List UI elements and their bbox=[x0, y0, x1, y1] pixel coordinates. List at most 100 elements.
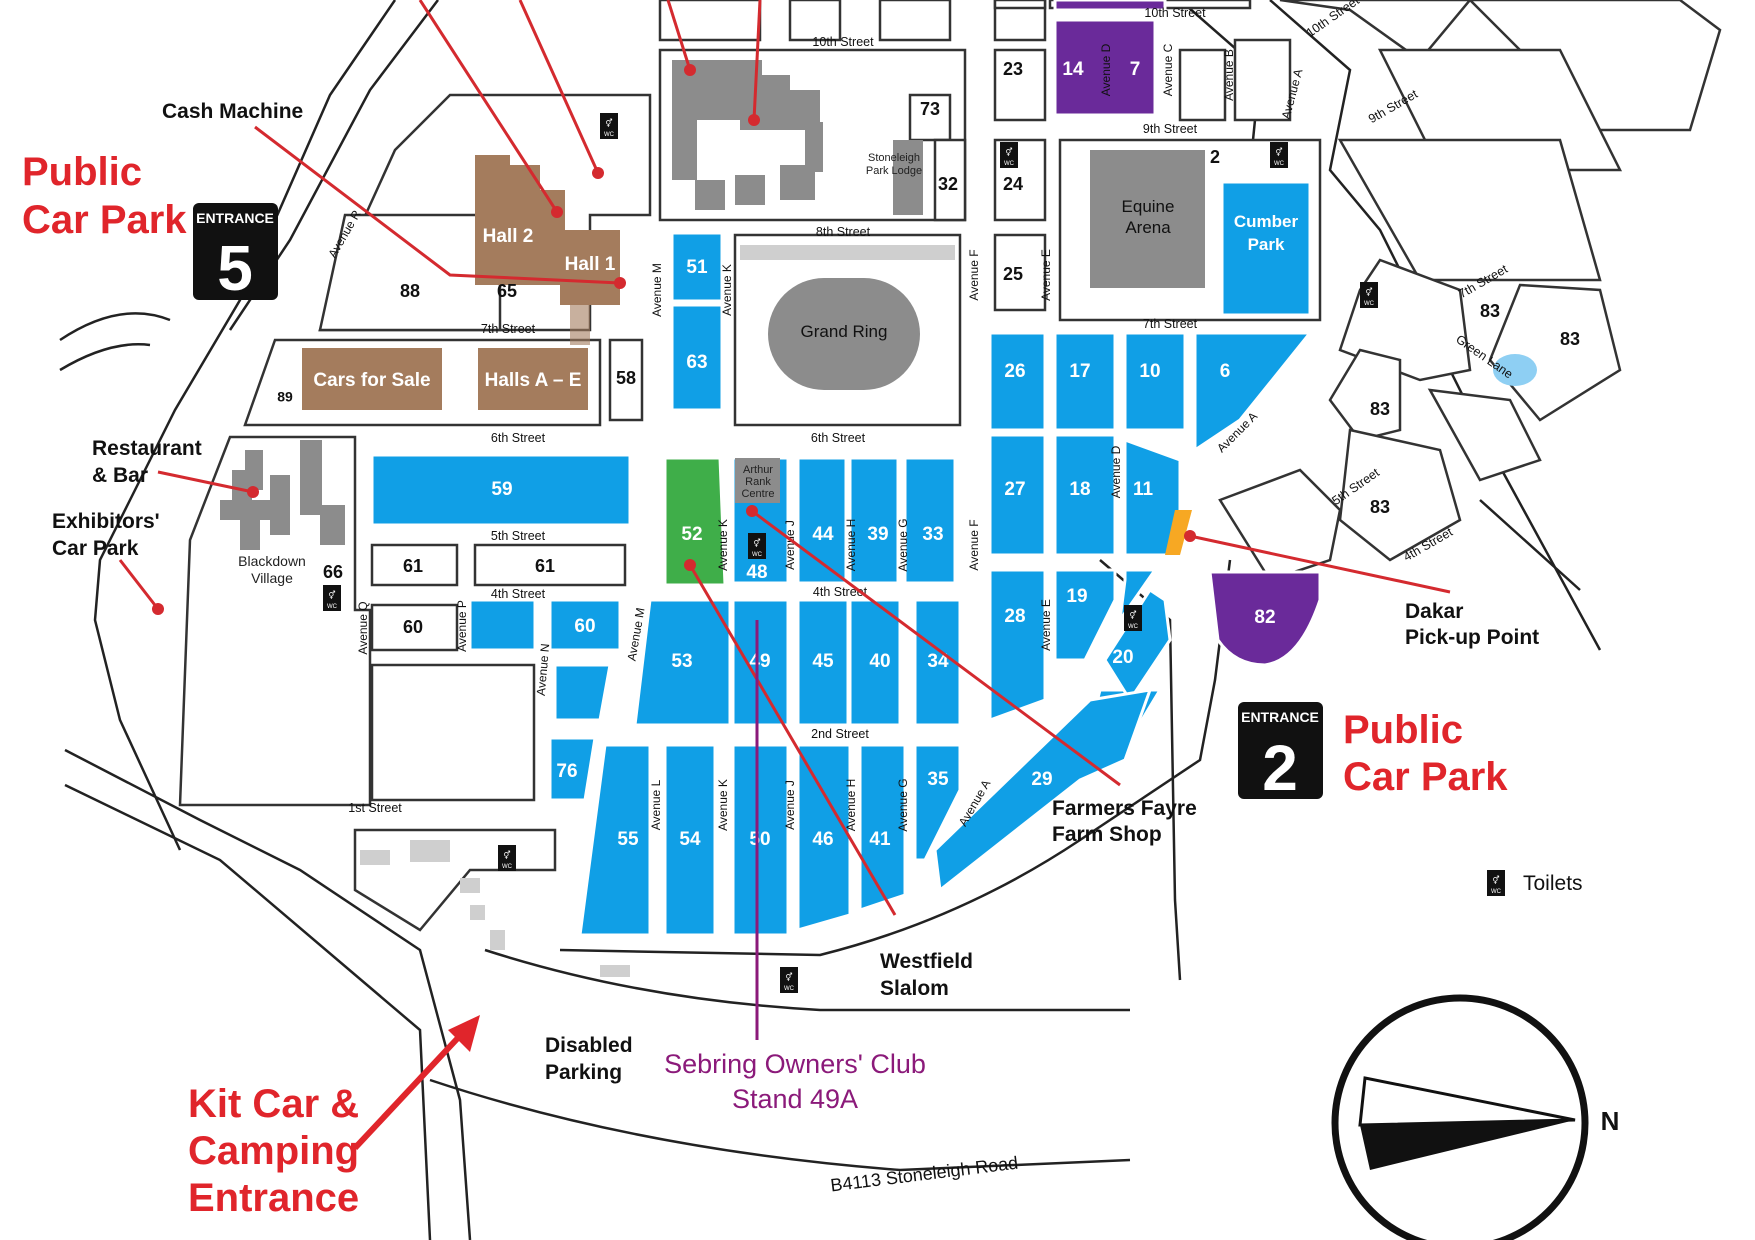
legend-toilets-label: Toilets bbox=[1523, 872, 1583, 895]
avenue-l: Avenue L bbox=[649, 779, 663, 830]
avenue-k-mid: Avenue K bbox=[716, 519, 730, 571]
svg-text:⚥: ⚥ bbox=[1365, 287, 1372, 297]
leader-lines bbox=[118, 0, 1451, 1151]
svg-text:WC: WC bbox=[604, 132, 615, 138]
halls-a-e-label: Halls A – E bbox=[485, 370, 582, 391]
kit-car-line2: Camping bbox=[188, 1129, 359, 1173]
avenue-h-low: Avenue H bbox=[844, 779, 858, 831]
stand-28: 28 bbox=[1004, 606, 1025, 627]
avenue-f-top: Avenue F bbox=[967, 249, 981, 300]
svg-text:WC: WC bbox=[784, 986, 795, 992]
stoneleigh-road: B4113 Stoneleigh Road bbox=[829, 1153, 1019, 1196]
marker-dot bbox=[748, 114, 760, 126]
svg-text:⚥: ⚥ bbox=[1129, 610, 1136, 620]
stand-53: 53 bbox=[671, 651, 692, 672]
stand-32: 32 bbox=[938, 174, 958, 194]
plot-88 bbox=[318, 213, 502, 332]
street-7th-east: 7th Street bbox=[1143, 317, 1198, 331]
svg-text:⚥: ⚥ bbox=[1275, 147, 1282, 157]
avenue-n: Avenue N bbox=[534, 643, 553, 697]
avenue-k-low: Avenue K bbox=[716, 779, 730, 831]
toilet-icon: ⚥WC bbox=[1124, 605, 1142, 631]
stand-40: 40 bbox=[869, 651, 890, 672]
building-labels: Hall 2 Hall 1 Cars for Sale Halls A – E … bbox=[238, 152, 1298, 586]
stand-labels: 7 14 23 73 32 24 25 2 51 63 26 17 10 6 2… bbox=[277, 59, 1580, 850]
blackdown-label-1: Blackdown bbox=[238, 553, 306, 569]
marker-dot bbox=[247, 486, 259, 498]
street-6th-west: 6th Street bbox=[491, 431, 546, 445]
kit-car-line1: Kit Car & bbox=[188, 1082, 359, 1126]
arthur-rank-centre bbox=[735, 458, 780, 503]
toilet-icon: ⚥WC bbox=[748, 533, 766, 559]
cash-machine-label: Cash Machine bbox=[162, 100, 303, 123]
stand-51: 51 bbox=[686, 257, 708, 278]
stand-73: 73 bbox=[920, 99, 940, 119]
stand-35: 35 bbox=[927, 769, 949, 790]
svg-text:⚥: ⚥ bbox=[503, 850, 510, 860]
stand-83d: 83 bbox=[1370, 497, 1390, 517]
stand-25: 25 bbox=[1003, 264, 1023, 284]
plot-61b bbox=[473, 543, 627, 587]
sebring-label-1: Sebring Owners' Club bbox=[664, 1049, 926, 1079]
dakar-label-2: Pick-up Point bbox=[1405, 626, 1539, 649]
plot-lower-left bbox=[370, 663, 536, 802]
stand-6: 6 bbox=[1220, 361, 1231, 382]
stand-14: 14 bbox=[1062, 59, 1084, 80]
arthur-rank-label-1: Arthur bbox=[743, 464, 773, 476]
stand-29: 29 bbox=[1031, 769, 1052, 790]
disabled-parking-plot bbox=[353, 828, 557, 932]
avenue-g-mid: Avenue G bbox=[896, 518, 910, 571]
svg-text:WC: WC bbox=[1491, 889, 1502, 895]
svg-text:WC: WC bbox=[1274, 161, 1285, 167]
avenue-e-top: Avenue E bbox=[1039, 249, 1053, 301]
stand-27: 27 bbox=[1004, 479, 1025, 500]
compass-icon: N bbox=[1331, 994, 1619, 1240]
svg-text:WC: WC bbox=[1364, 301, 1375, 307]
public-car-park-5-line2: Car Park bbox=[22, 198, 187, 242]
stand-17: 17 bbox=[1069, 361, 1090, 382]
stand-54: 54 bbox=[679, 829, 701, 850]
stand-39: 39 bbox=[867, 524, 888, 545]
equine-arena bbox=[1090, 150, 1205, 288]
street-9th: 9th Street bbox=[1143, 122, 1198, 136]
street-4th-west: 4th Street bbox=[491, 587, 546, 601]
toilet-icon: ⚥ WC bbox=[1270, 142, 1288, 168]
svg-text:⚥: ⚥ bbox=[785, 972, 792, 982]
avenue-h-mid: Avenue H bbox=[844, 519, 858, 571]
stand-59: 59 bbox=[491, 479, 512, 500]
entrance-5-sign: ENTRANCE 5 bbox=[193, 203, 278, 304]
stand-50: 50 bbox=[749, 829, 770, 850]
stand-48: 48 bbox=[746, 562, 767, 583]
stand-83b: 83 bbox=[1560, 329, 1580, 349]
westfield-label-2: Slalom bbox=[880, 977, 949, 1000]
grand-ring-label: Grand Ring bbox=[801, 322, 888, 341]
cumber-park-label-1: Cumber bbox=[1234, 212, 1299, 231]
svg-text:WC: WC bbox=[1004, 161, 1015, 167]
stand-52 bbox=[663, 456, 727, 587]
dakar-pickup-marker bbox=[1165, 510, 1192, 555]
stand-83c: 83 bbox=[1370, 399, 1390, 419]
stand-10: 10 bbox=[1139, 361, 1160, 382]
avenue-e-mid: Avenue E bbox=[1039, 599, 1053, 651]
avenue-b-top: Avenue B bbox=[1222, 49, 1236, 101]
stand-11: 11 bbox=[1133, 479, 1154, 500]
arthur-rank-label-2: Rank bbox=[745, 476, 771, 488]
purple-stands bbox=[1053, 0, 1322, 667]
avenue-k-top: Avenue K bbox=[720, 264, 734, 316]
kit-car-line3: Entrance bbox=[188, 1176, 359, 1220]
cumber-park-label-2: Park bbox=[1248, 235, 1285, 254]
stand-58: 58 bbox=[616, 368, 636, 388]
street-8th: 8th Street bbox=[816, 225, 871, 239]
stand-2: 2 bbox=[1210, 147, 1220, 167]
plot-58 bbox=[608, 338, 644, 422]
stand-44: 44 bbox=[812, 524, 834, 545]
toilet-icons: ⚥WC ⚥WC ⚥WC ⚥WC ⚥WC ⚥WC ⚥WC ⚥WC ⚥WC bbox=[323, 113, 1378, 993]
street-10th: 10th Street bbox=[812, 35, 874, 49]
avenue-d-top: Avenue D bbox=[1099, 43, 1113, 96]
stand-34: 34 bbox=[927, 651, 949, 672]
stand-55: 55 bbox=[617, 829, 639, 850]
street-5th: 5th Street bbox=[491, 529, 546, 543]
stand-49: 49 bbox=[749, 651, 770, 672]
marker-dot bbox=[551, 206, 563, 218]
arthur-rank-label-3: Centre bbox=[741, 488, 774, 500]
